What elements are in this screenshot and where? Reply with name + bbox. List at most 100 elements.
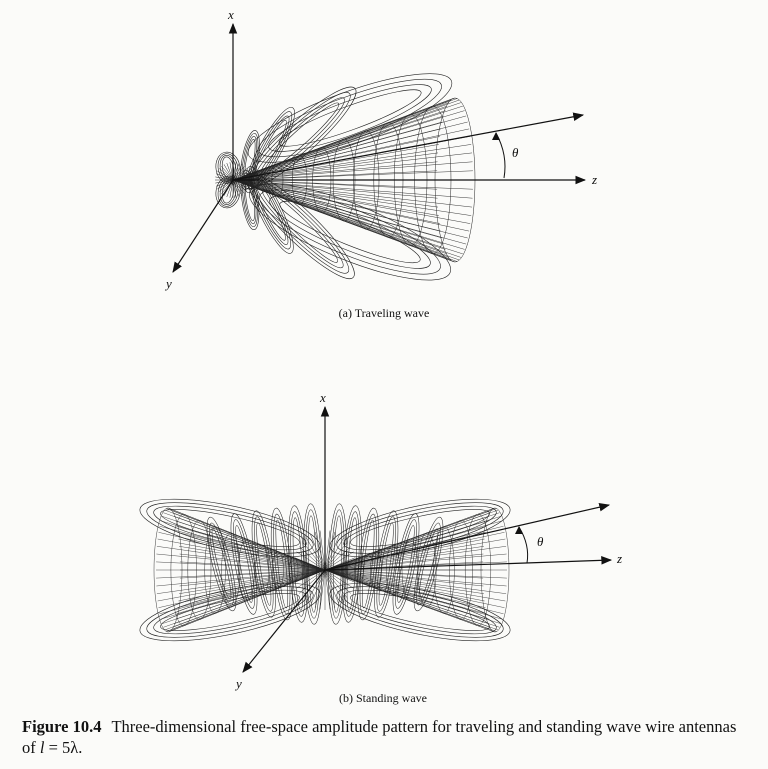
mesh-ring xyxy=(464,513,492,627)
petal-shell xyxy=(395,519,417,609)
fan-line xyxy=(324,569,348,599)
mesh-line xyxy=(172,512,326,571)
fan-line xyxy=(314,569,326,609)
panel-a-pattern xyxy=(215,73,476,281)
mesh-line xyxy=(232,105,463,181)
petal-shell xyxy=(254,516,274,612)
panel-a-x-label: x xyxy=(227,7,234,22)
mesh-line xyxy=(176,526,326,571)
fan-line xyxy=(232,170,249,181)
mesh-line xyxy=(232,170,473,181)
fan-line xyxy=(310,569,326,606)
fan-line xyxy=(232,164,243,181)
panel-a-traveling-wave: x y z θ (a) Traveling wave xyxy=(164,7,597,320)
lobe-shell xyxy=(269,195,431,269)
panel-b-standing-wave: x y z θ (b) Standing wave xyxy=(139,390,622,705)
fan-line xyxy=(232,179,250,187)
mesh-line xyxy=(232,179,439,216)
fan-line xyxy=(306,537,326,571)
lobe-shell xyxy=(146,586,314,638)
fan-line xyxy=(319,530,326,571)
mesh-line xyxy=(232,179,446,250)
petal-shell xyxy=(288,505,308,623)
fan-line xyxy=(324,569,331,610)
fan-line xyxy=(324,569,344,603)
fan-line xyxy=(226,179,234,197)
fan-line xyxy=(302,541,326,571)
fan-line xyxy=(232,179,240,197)
fan-line xyxy=(217,170,234,181)
mesh-line xyxy=(324,569,486,608)
lobe-shell xyxy=(336,586,504,638)
mesh-ring xyxy=(480,507,510,633)
petal-shell xyxy=(361,519,375,609)
mesh-line xyxy=(163,569,326,628)
lobe-shell xyxy=(243,136,257,184)
lobe-shell xyxy=(242,172,258,228)
lobe-shell xyxy=(262,189,338,263)
petal-shell xyxy=(206,516,237,612)
mesh-line xyxy=(324,553,484,571)
fan-line xyxy=(310,534,326,571)
petal-shell xyxy=(270,507,293,621)
lobe-shell xyxy=(260,102,340,174)
petal-shell xyxy=(342,505,362,623)
petal-shell xyxy=(378,522,394,606)
panel-a-y-label: y xyxy=(164,276,172,291)
petal-shell xyxy=(292,517,304,611)
fan-line xyxy=(215,179,234,184)
lobe-shell xyxy=(245,107,295,193)
mesh-line xyxy=(157,538,326,571)
petal-shell xyxy=(344,511,360,617)
mesh-line xyxy=(232,102,461,181)
fan-line xyxy=(232,163,240,181)
fan-line xyxy=(232,179,245,194)
lobe-shell xyxy=(153,589,307,635)
fan-line xyxy=(314,531,326,571)
lobe-shell xyxy=(256,183,344,269)
fan-line xyxy=(324,569,336,609)
mesh-line xyxy=(175,520,326,571)
fan-line xyxy=(216,179,234,187)
lobe-shell xyxy=(160,509,300,547)
fan-line xyxy=(298,546,326,571)
mesh-line xyxy=(156,569,326,579)
mesh-line xyxy=(159,569,326,614)
fan-line xyxy=(217,179,234,190)
fan-line xyxy=(324,569,340,606)
petal-shell xyxy=(305,509,320,619)
fan-line xyxy=(221,166,234,181)
lobe-shell xyxy=(146,502,314,554)
panel-a-theta-arc-arrow xyxy=(492,132,500,140)
fan-line xyxy=(293,569,326,577)
lobe-shell xyxy=(249,183,451,281)
mesh-line xyxy=(171,509,326,571)
petal-shell xyxy=(275,519,289,609)
fan-line xyxy=(219,179,234,192)
lobe-shell xyxy=(243,86,357,190)
petal-shell xyxy=(273,513,291,615)
petal-shell xyxy=(256,522,272,606)
fan-line xyxy=(324,569,352,594)
mesh-line xyxy=(324,546,507,571)
mesh-line xyxy=(156,546,326,571)
mesh-line xyxy=(232,179,443,239)
lobe-shell xyxy=(250,115,290,185)
petal-shell xyxy=(209,522,234,606)
fan-line xyxy=(293,563,326,571)
mesh-line xyxy=(232,115,467,181)
lobe-shell xyxy=(160,593,300,631)
petal-shell xyxy=(359,513,377,615)
panel-a-subcaption: (a) Traveling wave xyxy=(339,306,430,320)
fan-line xyxy=(324,557,356,571)
lobe-shell xyxy=(343,505,497,551)
lobe-shell xyxy=(247,73,453,163)
mesh-line xyxy=(232,161,473,181)
mesh-line xyxy=(324,569,484,587)
fan-line xyxy=(229,179,234,198)
mesh-line xyxy=(232,179,473,208)
lobe-shell xyxy=(279,200,421,264)
panel-b-theta-ray xyxy=(324,502,611,571)
fan-line xyxy=(296,551,326,571)
